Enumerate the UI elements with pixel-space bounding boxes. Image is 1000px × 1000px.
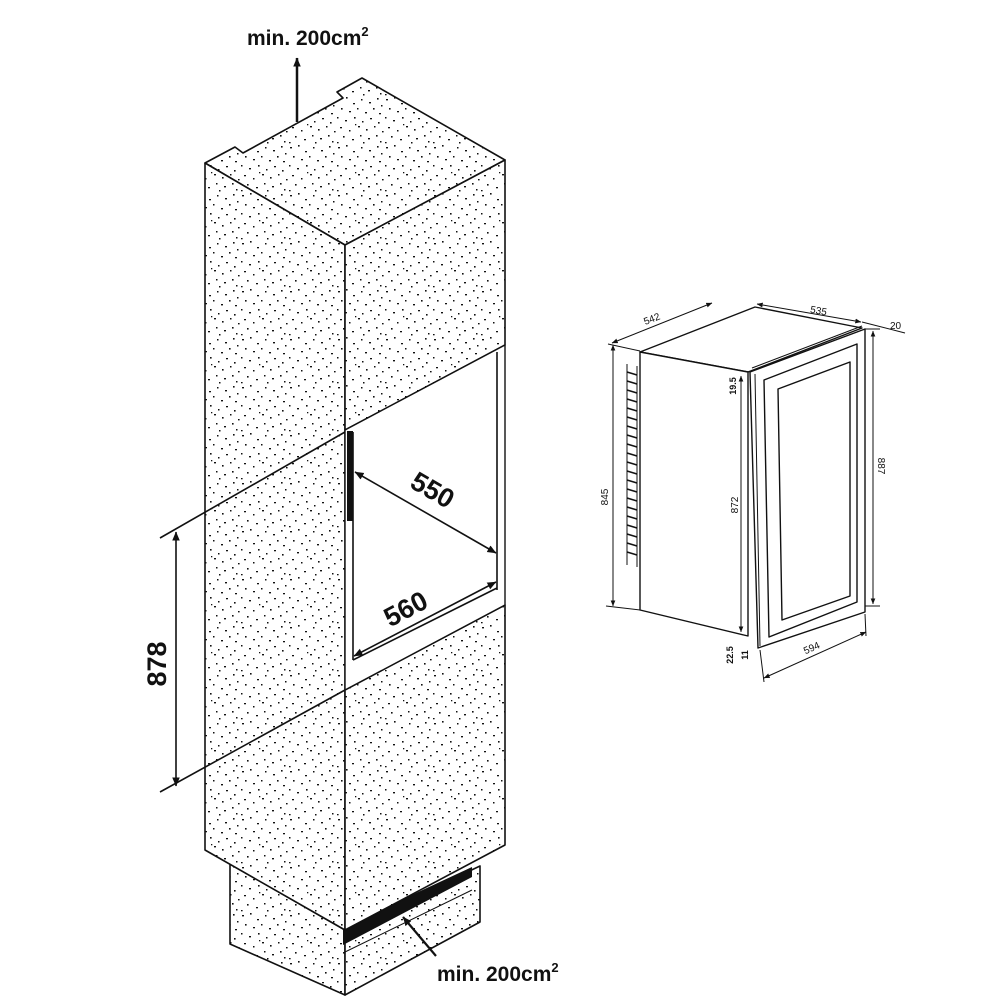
- width-line: [763, 631, 867, 679]
- width-label: 594: [802, 640, 822, 657]
- appliance-dimensions: 542 535 20 845 872 19.5 22.5 11 887 594: [600, 302, 906, 683]
- top-vent-superscript: 2: [361, 24, 368, 39]
- door-offset-line: [861, 321, 906, 334]
- door-top-edge: [751, 325, 863, 369]
- width-dimension-line: [353, 581, 497, 657]
- side-height-ext-bottom: [605, 605, 641, 611]
- side-height-label: 845: [600, 488, 611, 505]
- bottom-ventilation: min. 200cm2: [402, 916, 559, 986]
- cabinet-side-face: [204, 162, 346, 931]
- bottom-step-label: 11: [740, 650, 750, 660]
- top-vent-label: min. 200cm2: [247, 24, 369, 50]
- top-depth-label: 535: [809, 305, 828, 319]
- plinth-vent-slot: [343, 867, 472, 945]
- appliance-side-face: [639, 351, 749, 637]
- bottom-vent-arrow: [402, 916, 437, 957]
- top-ventilation: min. 200cm2: [247, 24, 369, 122]
- side-vent-grille: [626, 364, 638, 567]
- height-extension-top: [159, 431, 346, 539]
- height-extension-bottom: [159, 689, 346, 793]
- vent-slats: [626, 371, 638, 556]
- housing-cabinet: [204, 77, 506, 996]
- niche-side-trim: [347, 431, 353, 521]
- top-gap-label: 19.5: [728, 377, 738, 395]
- top-depth-line: [756, 302, 862, 324]
- overall-height-label: 887: [875, 458, 886, 475]
- door-offset-label: 20: [890, 321, 902, 332]
- bottom-vent-text: min. 200cm: [437, 963, 551, 986]
- front-height-label: 872: [730, 496, 741, 513]
- wine-cooler: [626, 306, 866, 649]
- side-depth-line: [611, 302, 713, 344]
- bottom-vent-superscript: 2: [551, 960, 558, 975]
- door-glass: [777, 361, 851, 621]
- niche-height-label: 878: [142, 641, 172, 686]
- top-vent-text: min. 200cm: [247, 27, 361, 50]
- door-hinge-edge: [754, 373, 761, 647]
- width-ext-left: [759, 649, 765, 683]
- bottom-gap-label: 22.5: [725, 646, 735, 664]
- side-depth-label: 542: [642, 311, 662, 327]
- depth-dimension-line: [354, 471, 497, 554]
- bottom-vent-label: min. 200cm2: [437, 960, 559, 986]
